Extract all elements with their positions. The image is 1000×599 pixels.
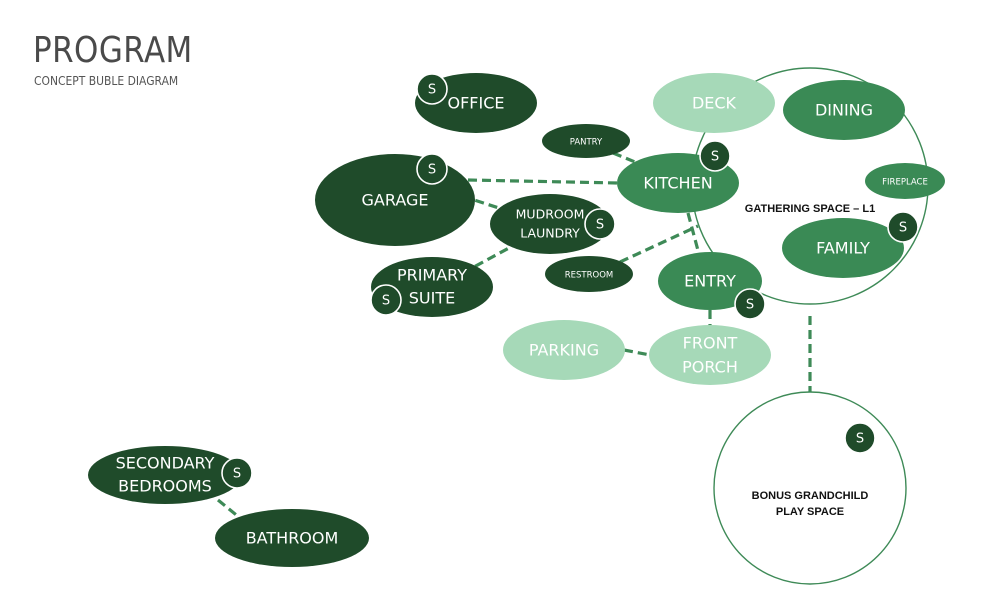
svg-text:S: S [746, 298, 754, 313]
gathering-space-label: GATHERING SPACE – L1 [745, 203, 875, 215]
kitchen-label: KITCHEN [643, 174, 712, 193]
kitchen-s-badge: S [699, 140, 731, 172]
family-label: FAMILY [816, 239, 870, 258]
pantry-bubble [542, 124, 630, 158]
bedrooms-label: BEDROOMS [118, 477, 212, 496]
svg-text:S: S [899, 221, 907, 236]
entry-label: ENTRY [684, 272, 736, 291]
dining-label: DINING [815, 101, 873, 120]
deck-label: DECK [692, 94, 737, 113]
restroom-label: RESTROOM [565, 271, 614, 281]
link-kitchen-entry [686, 212, 702, 259]
secondary-bedrooms-s-badge: S [221, 457, 253, 489]
parking-label: PARKING [529, 341, 599, 360]
parking-bubble [503, 320, 625, 380]
mudroom-s-badge: S [584, 208, 616, 240]
link-parking-porch [623, 348, 651, 357]
svg-text:S: S [596, 218, 604, 233]
garage-label: GARAGE [362, 191, 429, 210]
deck-bubble [653, 73, 775, 133]
link-secondary-bathroom [216, 498, 242, 520]
bonus-line1-label: BONUS GRANDCHILD [752, 490, 869, 502]
primary-suite-s-badge: S [370, 284, 402, 316]
fireplace-bubble [865, 163, 945, 199]
porch-label: PORCH [682, 358, 738, 377]
bonus-line2-label: PLAY SPACE [776, 506, 844, 518]
link-garage-kitchen [467, 178, 619, 185]
family-s-badge: S [887, 211, 919, 243]
svg-text:S: S [856, 432, 864, 447]
bathroom-bubble [215, 509, 369, 567]
svg-text:S: S [428, 83, 436, 98]
link-restroom-kitchen [619, 224, 699, 264]
page-title: PROGRAM [33, 30, 193, 71]
bonus-play-space-zone [713, 391, 907, 585]
family-bubble [782, 218, 904, 278]
svg-text:S: S [233, 467, 241, 482]
bonus-s-badge: S [844, 422, 876, 454]
bathroom-label: BATHROOM [246, 529, 339, 548]
secondary-label: SECONDARY [116, 454, 215, 473]
suite-label: SUITE [409, 289, 455, 308]
pantry-label: PANTRY [570, 138, 603, 148]
secondary-bedrooms-bubble [88, 446, 242, 504]
svg-text:S: S [428, 163, 436, 178]
fireplace-label: FIREPLACE [882, 178, 928, 188]
office-label: OFFICE [448, 94, 505, 113]
office-s-badge: S [416, 73, 448, 105]
svg-text:S: S [711, 150, 719, 165]
garage-s-badge: S [416, 153, 448, 185]
front-label: FRONT [683, 334, 738, 353]
laundry-label: LAUNDRY [520, 226, 580, 241]
mudroom-label: MUDROOM [516, 207, 585, 222]
page-subtitle: CONCEPT BUBLE DIAGRAM [34, 73, 179, 88]
link-mudroom-primary [471, 240, 521, 270]
entry-s-badge: S [734, 288, 766, 320]
primary-label: PRIMARY [397, 266, 467, 285]
dining-bubble [783, 80, 905, 140]
svg-text:S: S [382, 294, 390, 309]
entry-bubble [658, 252, 762, 310]
link-pantry-kitchen [612, 151, 641, 166]
front-porch-bubble [649, 325, 771, 385]
mudroom-laundry-bubble [490, 194, 610, 254]
restroom-bubble [545, 256, 633, 292]
